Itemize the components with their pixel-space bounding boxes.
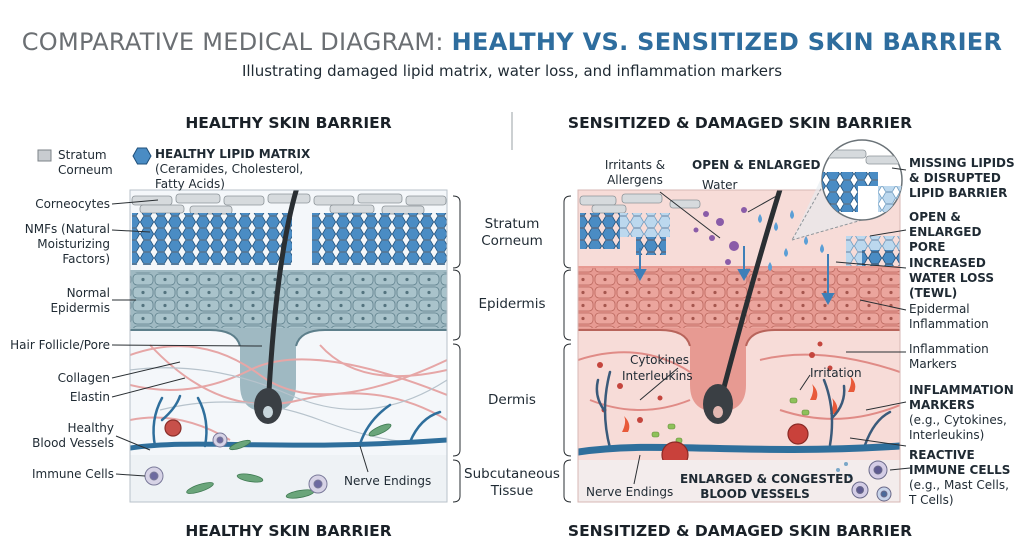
label-missing-3: LIPID BARRIER	[909, 186, 1008, 200]
label-epi-2: Epidermis	[50, 301, 110, 315]
legend-lipid-matrix: HEALTHY LIPID MATRIX (Ceramides, Cholest…	[155, 147, 310, 192]
label-tewl-1: INCREASED	[909, 256, 986, 270]
label-open-2: ENLARGED	[909, 225, 982, 239]
label-im-2: MARKERS	[909, 398, 975, 412]
label-reactive-immune-cells: REACTIVE IMMUNE CELLS (e.g., Mast Cells,…	[909, 448, 1010, 508]
label-nerve-endings-healthy: Nerve Endings	[344, 474, 432, 488]
label-open-1: OPEN &	[909, 210, 961, 224]
page-subtitle: Illustrating damaged lipid matrix, water…	[241, 62, 783, 80]
label-nmf-2: Moisturizing	[37, 237, 110, 251]
layer-stratum-corneum: Stratum Corneum	[463, 216, 561, 250]
label-irritants-1: Irritants &	[604, 158, 666, 172]
label-nmfs: NMFs (Natural Moisturizing Factors)	[0, 222, 110, 267]
legend-stratum-line2: Corneum	[58, 163, 113, 177]
label-irritants-2: Allergens	[607, 173, 663, 187]
label-vessels-s2: BLOOD VESSELS	[700, 487, 810, 501]
label-inflammation-markers-examples: INFLAMMATION MARKERS (e.g., Cytokines, I…	[909, 383, 1014, 443]
label-vessels-s1: ENLARGED & CONGESTED	[680, 472, 854, 486]
label-vessels-1: Healthy	[67, 421, 114, 435]
label-tewl-2: WATER LOSS	[909, 271, 995, 285]
layer-subcutaneous: Subcutaneous Tissue	[460, 466, 564, 500]
label-tewl-3: (TEWL)	[909, 286, 958, 300]
label-reactive-1: REACTIVE	[909, 448, 975, 462]
label-immune-cells: Immune Cells	[31, 467, 114, 481]
sensitized-heading-top: SENSITIZED & DAMAGED SKIN BARRIER	[567, 114, 913, 132]
label-interleukins: Interleukins	[622, 369, 693, 383]
label-markers-1: Inflammation	[909, 342, 989, 356]
label-missing-2: & DISRUPTED	[909, 171, 1001, 185]
label-vessels-2: Blood Vessels	[32, 436, 114, 450]
label-hair-follicle: Hair Follicle/Pore	[10, 338, 110, 352]
label-irritation: Irritation	[810, 366, 862, 380]
page-title: COMPARATIVE MEDICAL DIAGRAM: HEALTHY VS.…	[0, 28, 1024, 56]
title-prefix: COMPARATIVE MEDICAL DIAGRAM:	[21, 28, 452, 56]
legend-stratum-line1: Stratum	[58, 148, 107, 162]
layer-epidermis: Epidermis	[478, 296, 546, 312]
layer-stratum-2: Corneum	[481, 233, 543, 249]
label-epi-inflam-2: Inflammation	[909, 317, 989, 331]
label-nmf-1: NMFs (Natural	[24, 222, 110, 236]
label-open-3: PORE	[909, 240, 946, 254]
label-open-enlarged-top: OPEN & ENLARGED	[692, 158, 821, 172]
lipid-matrix-swatch	[132, 147, 152, 165]
label-normal-epidermis: Normal Epidermis	[0, 286, 110, 316]
legend-lipid-title: HEALTHY LIPID MATRIX	[155, 147, 311, 161]
legend-lipid-line2: (Ceramides, Cholesterol,	[155, 162, 304, 176]
sensitized-heading-bottom: SENSITIZED & DAMAGED SKIN BARRIER	[567, 522, 913, 540]
label-markers-2: Markers	[909, 357, 957, 371]
label-open-enlarged-pore: OPEN & ENLARGED PORE	[909, 210, 981, 255]
title-highlight: HEALTHY VS. SENSITIZED SKIN BARRIER	[451, 28, 1003, 56]
healthy-skin-cross-section	[130, 190, 447, 502]
label-nerve-endings-sensitized: Nerve Endings	[586, 485, 674, 499]
layer-stratum-1: Stratum	[484, 216, 540, 232]
label-reactive-2: IMMUNE CELLS	[909, 463, 1011, 477]
legend-lipid-line3: Fatty Acids)	[155, 177, 225, 191]
label-epi-1: Normal	[66, 286, 110, 300]
layer-dermis: Dermis	[488, 392, 536, 408]
label-water: Water	[702, 178, 738, 192]
label-cytokines: Cytokines	[630, 353, 690, 367]
legend-stratum-corneum: Stratum Corneum	[58, 148, 113, 178]
sensitized-skin-cross-section	[578, 190, 900, 502]
label-im-4: Interleukins)	[909, 428, 985, 442]
label-corneocytes: Corneocytes	[35, 197, 110, 211]
label-epidermal-inflammation: Epidermal Inflammation	[909, 302, 989, 332]
label-reactive-4: T Cells)	[909, 493, 954, 507]
label-nmf-3: Factors)	[62, 252, 110, 266]
label-collagen: Collagen	[57, 371, 110, 385]
label-missing-1: MISSING LIPIDS	[909, 156, 1015, 170]
label-healthy-vessels: Healthy Blood Vessels	[0, 421, 114, 451]
label-elastin: Elastin	[69, 390, 110, 404]
label-missing-lipids: MISSING LIPIDS & DISRUPTED LIPID BARRIER	[909, 156, 1015, 201]
label-tewl: INCREASED WATER LOSS (TEWL)	[909, 256, 994, 301]
label-irritants: Irritants & Allergens	[600, 158, 670, 188]
layer-subq-1: Subcutaneous	[464, 466, 560, 482]
magnified-lipid-inset	[791, 139, 903, 241]
label-im-1: INFLAMMATION	[909, 383, 1014, 397]
label-epi-inflam-1: Epidermal	[909, 302, 970, 316]
label-reactive-3: (e.g., Mast Cells,	[909, 478, 1009, 492]
layer-subq-2: Tissue	[490, 483, 534, 499]
healthy-heading-bottom: HEALTHY SKIN BARRIER	[185, 522, 392, 540]
label-congested-vessels: ENLARGED & CONGESTED BLOOD VESSELS	[680, 472, 854, 502]
stratum-corneum-swatch	[37, 149, 52, 162]
label-im-3: (e.g., Cytokines,	[909, 413, 1007, 427]
label-inflammation-markers: Inflammation Markers	[909, 342, 989, 372]
healthy-heading-top: HEALTHY SKIN BARRIER	[185, 114, 392, 132]
